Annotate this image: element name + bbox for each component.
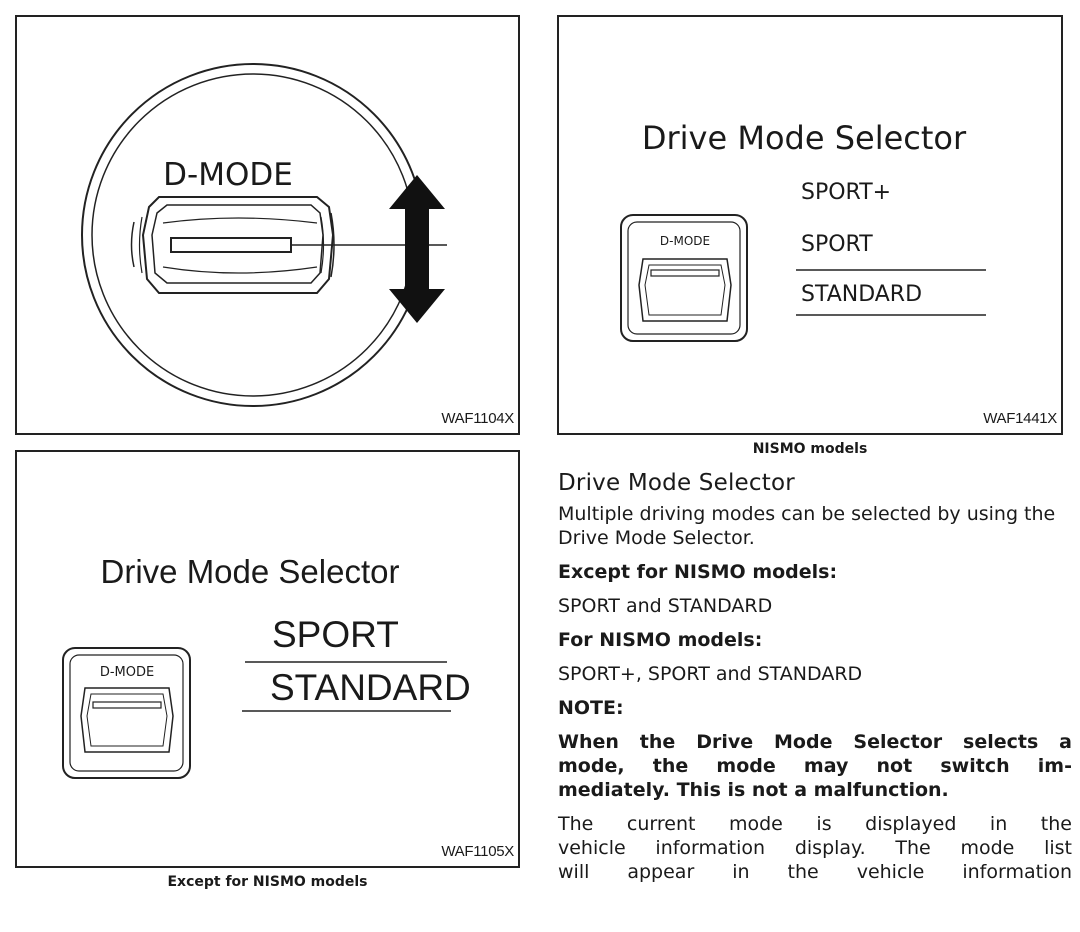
nismo-heading: For NISMO models: [558, 629, 763, 651]
note-line: mode, the mode may not switch im- [558, 755, 1072, 777]
mode-sport: SPORT [272, 614, 399, 655]
figure-caption: Except for NISMO models [167, 874, 368, 890]
figure-caption: NISMO models [752, 441, 868, 457]
note-text: When the Drive Mode Selector selects a m… [558, 730, 1072, 802]
figure-standard-selector: Drive Mode Selector D-MODE SPORT STANDAR… [15, 450, 520, 868]
body-paragraph: The current mode is displayed in the veh… [558, 812, 1072, 884]
section-title: Drive Mode Selector [558, 470, 795, 496]
dmode-label: D-MODE [100, 665, 154, 680]
dmode-label: D-MODE [660, 234, 710, 248]
figure-heading: Drive Mode Selector [642, 119, 967, 157]
body-line: vehicle information display. The mode li… [558, 837, 1072, 859]
body-line: will appear in the vehicle information [558, 861, 1072, 883]
mode-standard: STANDARD [801, 282, 922, 307]
standard-selector-illustration: Drive Mode Selector D-MODE SPORT STANDAR… [62, 553, 471, 779]
mode-sport: SPORT [801, 232, 873, 257]
dmode-label: D-MODE [163, 157, 293, 193]
note-heading: NOTE: [558, 697, 624, 719]
figure-nismo-selector: Drive Mode Selector D-MODE SPORT+ SPORT … [557, 15, 1063, 435]
mode-standard: STANDARD [270, 667, 471, 708]
note-line: mediately. This is not a malfunction. [558, 779, 949, 801]
mode-sport-plus: SPORT+ [801, 180, 891, 205]
figure-code: WAF1441X [983, 410, 1057, 427]
figure-code: WAF1105X [441, 843, 514, 860]
dmode-switch-illustration: D-MODE [81, 63, 447, 407]
figure-dmode-switch: D-MODE WAF1104X [15, 15, 520, 435]
except-heading: Except for NISMO models: [558, 561, 838, 583]
nismo-selector-illustration: Drive Mode Selector D-MODE SPORT+ SPORT … [620, 119, 986, 342]
note-line: When the Drive Mode Selector selects a [558, 731, 1072, 753]
body-line: The current mode is displayed in the [558, 813, 1072, 835]
intro-paragraph: Multiple driving modes can be selected b… [558, 503, 1056, 549]
except-modes: SPORT and STANDARD [558, 595, 773, 617]
nismo-modes: SPORT+, SPORT and STANDARD [558, 663, 863, 685]
figure-code: WAF1104X [441, 410, 514, 427]
text-column: Drive Mode Selector Multiple driving mod… [558, 470, 1072, 894]
figure-heading: Drive Mode Selector [101, 553, 400, 590]
